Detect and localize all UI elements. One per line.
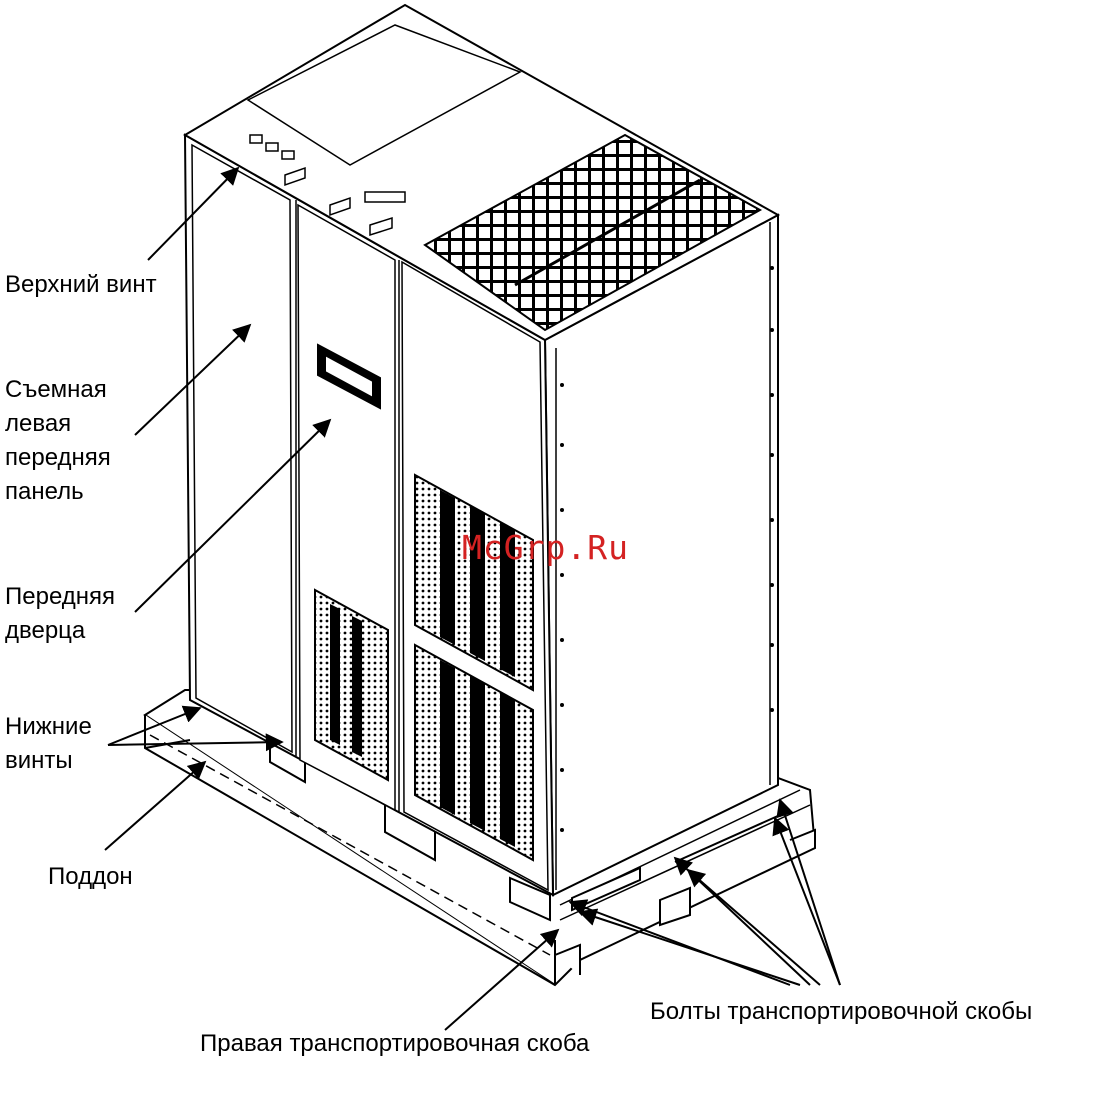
label-bottom-screws: Нижние винты — [5, 710, 92, 778]
label-right-bracket: Правая транспортировочная скоба — [200, 1027, 589, 1061]
arrow-bolt-3 — [688, 870, 820, 985]
watermark: McGrp.Ru — [462, 528, 629, 567]
label-left-panel: Съемная левая передняя панель — [5, 373, 111, 509]
arrow-pallet — [105, 762, 205, 850]
label-pallet: Поддон — [48, 860, 133, 894]
label-front-door: Передняя дверца — [5, 580, 115, 648]
label-top-screw: Верхний винт — [5, 268, 157, 302]
arrow-bolt-5 — [580, 912, 800, 985]
label-bracket-bolts: Болты транспортировочной скобы — [650, 995, 1032, 1029]
